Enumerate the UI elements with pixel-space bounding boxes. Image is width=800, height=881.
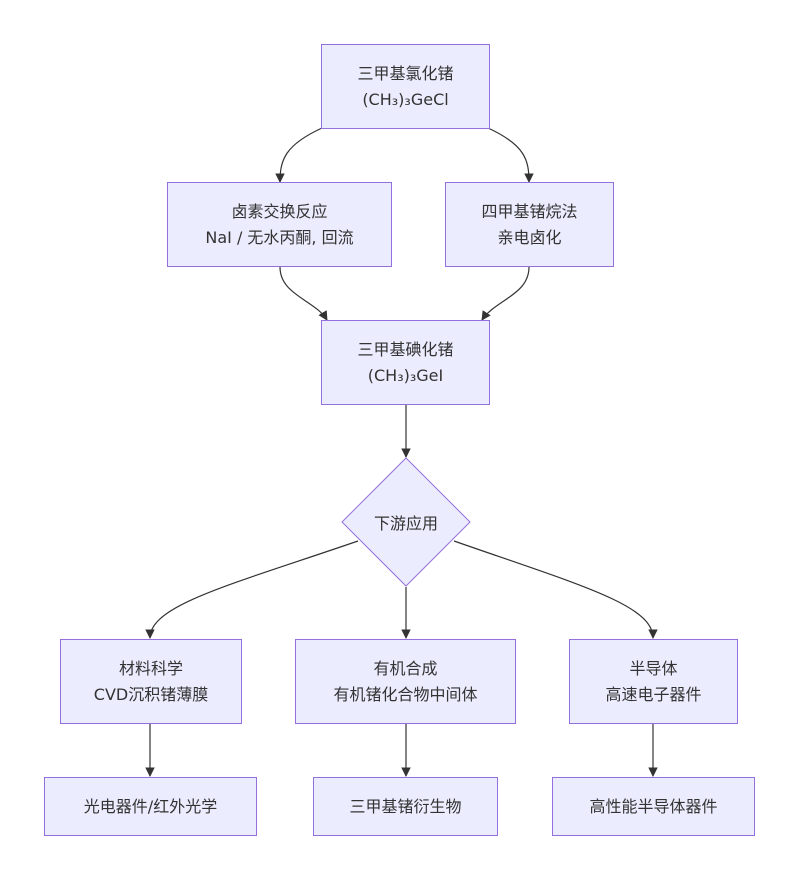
node-materials[interactable]: 材料科学 CVD沉积锗薄膜: [60, 639, 242, 724]
node-decision[interactable]: 下游应用: [360, 507, 452, 537]
node-derivatives-label: 三甲基锗衍生物: [349, 796, 462, 816]
node-start-title: 三甲基氯化锗: [357, 63, 454, 83]
node-materials-detail: CVD沉积锗薄膜: [93, 684, 209, 704]
edge-decision-to-semiconductor: [453, 540, 658, 639]
node-semiconductor-detail: 高速电子器件: [605, 684, 702, 704]
node-halogen-exchange-title: 卤素交换反应: [231, 201, 328, 221]
node-semiconductor[interactable]: 半导体 高速电子器件: [569, 639, 738, 724]
node-halogen-exchange[interactable]: 卤素交换反应 NaI / 无水丙酮, 回流: [167, 182, 392, 267]
node-derivatives[interactable]: 三甲基锗衍生物: [313, 777, 498, 836]
node-high-perf[interactable]: 高性能半导体器件: [552, 777, 755, 836]
edge-decision-to-materials: [145, 540, 359, 639]
node-product-formula: (CH₃)₃GeI: [367, 365, 444, 385]
node-optoelectronic-label: 光电器件/红外光学: [83, 796, 218, 816]
node-materials-title: 材料科学: [118, 658, 183, 678]
node-optoelectronic[interactable]: 光电器件/红外光学: [44, 777, 257, 836]
node-organic[interactable]: 有机合成 有机锗化合物中间体: [295, 639, 516, 724]
edge-tetramethyl-to-product: [481, 266, 530, 321]
decision-diamond: [341, 457, 471, 587]
node-start-formula: (CH₃)₃GeCl: [362, 89, 449, 109]
edge-start-to-tetramethyl: [487, 127, 534, 183]
node-halogen-exchange-conditions: NaI / 无水丙酮, 回流: [205, 227, 354, 247]
node-organic-title: 有机合成: [373, 658, 438, 678]
node-start[interactable]: 三甲基氯化锗 (CH₃)₃GeCl: [321, 44, 490, 129]
node-tetramethyl-method: 亲电卤化: [497, 227, 562, 247]
node-product-title: 三甲基碘化锗: [357, 339, 454, 359]
node-tetramethyl[interactable]: 四甲基锗烷法 亲电卤化: [445, 182, 614, 267]
node-decision-label: 下游应用: [373, 514, 438, 533]
edge-halogen-to-product: [279, 266, 328, 321]
node-organic-detail: 有机锗化合物中间体: [333, 684, 478, 704]
node-product[interactable]: 三甲基碘化锗 (CH₃)₃GeI: [321, 320, 490, 405]
edge-start-to-halogen: [275, 127, 323, 183]
node-tetramethyl-title: 四甲基锗烷法: [481, 201, 578, 221]
node-semiconductor-title: 半导体: [629, 658, 678, 678]
node-high-perf-label: 高性能半导体器件: [589, 796, 718, 816]
